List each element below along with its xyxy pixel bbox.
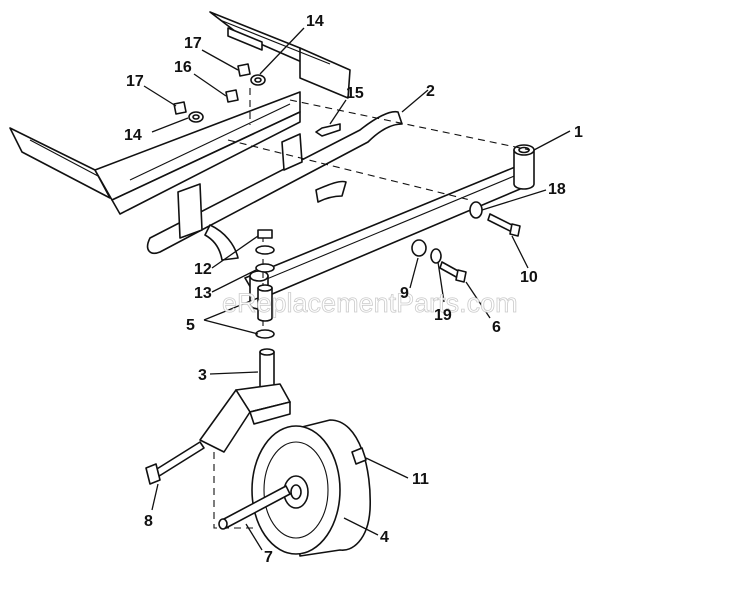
callout-17-top: 17 bbox=[184, 35, 202, 52]
callout-2: 2 bbox=[426, 83, 435, 100]
callout-4: 4 bbox=[380, 529, 389, 546]
callout-12: 12 bbox=[194, 261, 212, 278]
callout-14-top: 14 bbox=[306, 13, 324, 30]
caster-fork bbox=[199, 348, 291, 453]
callout-15: 15 bbox=[346, 85, 364, 102]
front-bracket-tube bbox=[146, 110, 403, 261]
frame-rail-upper bbox=[209, 11, 351, 99]
hardware bbox=[173, 63, 521, 339]
wheel-axle-nut bbox=[351, 447, 367, 465]
callout-11: 11 bbox=[412, 471, 429, 488]
callout-3: 3 bbox=[198, 367, 207, 384]
wheel-axle-bolt bbox=[218, 485, 291, 530]
callout-9: 9 bbox=[400, 285, 409, 302]
callout-8: 8 bbox=[144, 513, 153, 530]
callout-10: 10 bbox=[520, 269, 538, 286]
callout-7: 7 bbox=[264, 549, 273, 566]
wheel bbox=[251, 419, 372, 557]
callout-16: 16 bbox=[174, 59, 192, 76]
callout-14-left: 14 bbox=[124, 127, 142, 144]
frame-rail-lower bbox=[9, 91, 301, 215]
callout-6: 6 bbox=[492, 319, 501, 336]
callout-13: 13 bbox=[194, 285, 212, 302]
caster-bolt bbox=[145, 441, 205, 485]
callout-1: 1 bbox=[574, 124, 583, 141]
leader-lines bbox=[143, 27, 571, 551]
callout-19: 19 bbox=[434, 307, 452, 324]
callout-5: 5 bbox=[186, 317, 195, 334]
callout-17-left: 17 bbox=[126, 73, 144, 90]
callout-18: 18 bbox=[548, 181, 566, 198]
watermark-text: eReplacementParts.com bbox=[222, 288, 518, 318]
callout-labels: 1 2 3 4 5 6 7 8 9 10 11 12 13 14 14 15 1… bbox=[124, 13, 583, 566]
